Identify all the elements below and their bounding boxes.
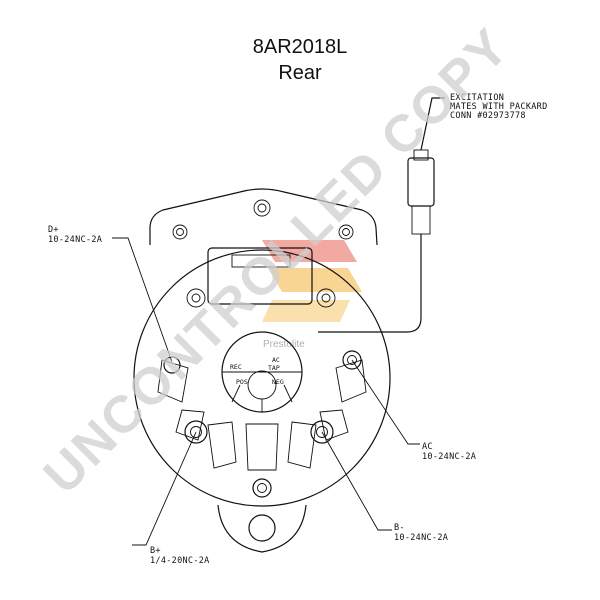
vent-slot-7 [319,409,349,441]
vent-slot-5 [335,359,367,403]
housing-body [133,249,391,507]
terminal-ac [342,350,362,370]
regulator-screw-left-inner [191,293,201,303]
part-number-title: 8AR2018L [252,36,348,58]
regulator-box [207,247,313,305]
top-center-hole-inner [257,203,267,213]
callout-d-plus-spec: 10-24NC-2A [48,235,102,245]
leader-ac [351,359,420,445]
leader-b-plus [132,431,197,546]
leader-d-plus [112,237,173,363]
top-mounting-ear [149,188,378,246]
top-ear-hole-left [172,224,188,240]
top-ear-hole-left-inner [176,228,184,236]
terminal-b-minus-inner [316,426,328,438]
terminal-ac-inner [347,355,357,365]
brand-logo-watermark: Prestolite [262,240,362,350]
vent-slot-4 [157,359,189,403]
label-rec: REC [230,363,242,371]
alternator-housing [133,188,391,553]
connector-boot [411,205,431,235]
regulator-screw-right-inner [321,293,331,303]
leader-b-minus [321,431,392,531]
label-pos: POS [236,378,248,386]
regulator-label-plate [231,254,291,268]
callout-ac-spec: 10-24NC-2A [422,452,476,462]
vent-slot-2 [245,423,279,471]
callout-b-minus-spec: 10-24NC-2A [394,533,448,543]
view-title: Rear [278,62,322,84]
callout-ac-name: AC [422,442,433,452]
hub-spoke-right [283,384,293,403]
excitation-leader [420,97,445,151]
callout-b-minus-name: B- [394,523,405,533]
callout-excitation-line3: CONN #02973778 [450,111,526,121]
label-ac-tap-2: TAP [268,364,280,372]
callout-b-plus-spec: 1/4-20NC-2A [150,556,210,566]
bottom-lug-hole [248,514,276,542]
logo-text: Prestolite [263,339,305,350]
callout-d-plus-name: D+ [48,225,59,235]
terminal-d-plus [163,356,181,374]
terminal-b-plus-inner [190,426,202,438]
label-ac-tap-1: AC [272,356,280,364]
top-ear-hole-right [338,224,354,240]
regulator-screw-left [186,288,206,308]
vent-slot-1 [207,421,237,469]
logo-chevron-yellow [268,268,362,292]
top-center-hole [253,199,271,217]
terminal-bottom [252,478,272,498]
regulator-screw-right [316,288,336,308]
hub-spoke-left [231,384,241,403]
callout-excitation-line2: MATES WITH PACKARD [450,102,548,112]
terminal-b-plus [184,420,208,444]
vent-slot-6 [175,409,205,441]
logo-chevron-red [262,240,357,262]
terminal-bottom-inner [257,483,267,493]
callout-excitation-line1: EXCITATION [450,93,504,103]
label-neg: NEG [272,378,284,386]
excitation-wire [318,234,422,333]
vent-slot-3 [287,421,317,469]
logo-chevron-yellow-2 [262,300,350,322]
bottom-mounting-lug [217,504,307,553]
callout-b-plus-name: B+ [150,546,161,556]
terminal-b-minus [310,420,334,444]
top-ear-hole-right-inner [342,228,350,236]
excitation-connector [318,97,445,333]
uncontrolled-copy-watermark: UNCONTROLLED COPY [33,17,521,505]
